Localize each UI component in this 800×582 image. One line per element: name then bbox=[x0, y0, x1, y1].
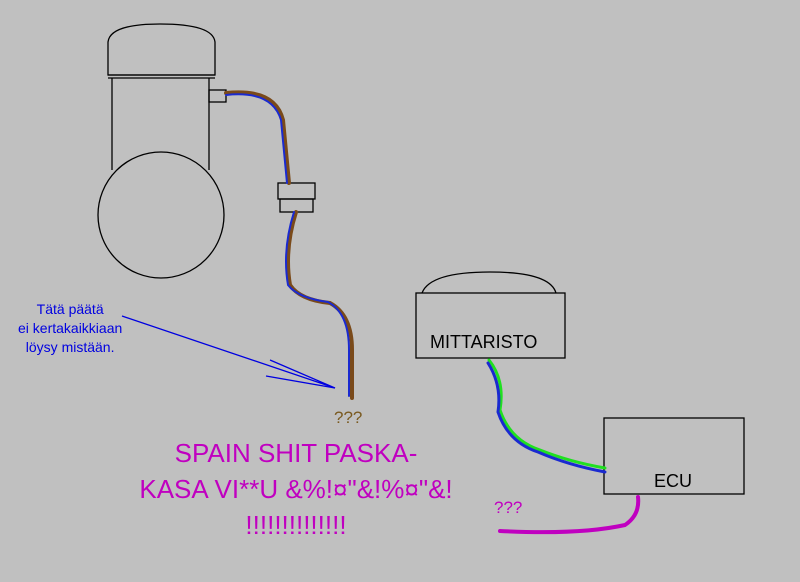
cluster-ecu-wire bbox=[486, 358, 607, 474]
note-line-2: ei kertakaikkiaan bbox=[18, 320, 123, 336]
rant-line-1: SPAIN SHIT PASKA- bbox=[174, 438, 418, 468]
ecu-question-marks: ??? bbox=[494, 498, 523, 517]
ecu-loose-wire bbox=[498, 495, 641, 535]
gauge-cluster-box bbox=[415, 271, 566, 359]
inline-connector bbox=[277, 182, 316, 200]
note-arrow bbox=[121, 315, 336, 389]
sensor-unit bbox=[97, 23, 316, 279]
rant-line-2: KASA VI**U &%!¤"&!%¤"&! bbox=[139, 474, 453, 504]
sensor-cap bbox=[107, 23, 216, 76]
ecu-box bbox=[603, 417, 745, 495]
sensor-round-base bbox=[97, 151, 225, 279]
ecu-label: ECU bbox=[654, 471, 693, 491]
sensor-wire bbox=[224, 90, 354, 400]
sensor-connector bbox=[208, 89, 227, 103]
note-line-1: Tätä päätä bbox=[36, 301, 104, 317]
note-text: Tätä päätä ei kertakaikkiaan löysy mistä… bbox=[18, 300, 122, 357]
note-line-3: löysy mistään. bbox=[25, 339, 115, 355]
rant-text: SPAIN SHIT PASKA- KASA VI**U &%!¤"&!%¤"&… bbox=[96, 435, 496, 543]
gauge-cluster-label: MITTARISTO bbox=[430, 332, 538, 352]
rant-line-3: !!!!!!!!!!!!!! bbox=[245, 510, 347, 540]
sensor-question-marks: ??? bbox=[334, 408, 363, 427]
